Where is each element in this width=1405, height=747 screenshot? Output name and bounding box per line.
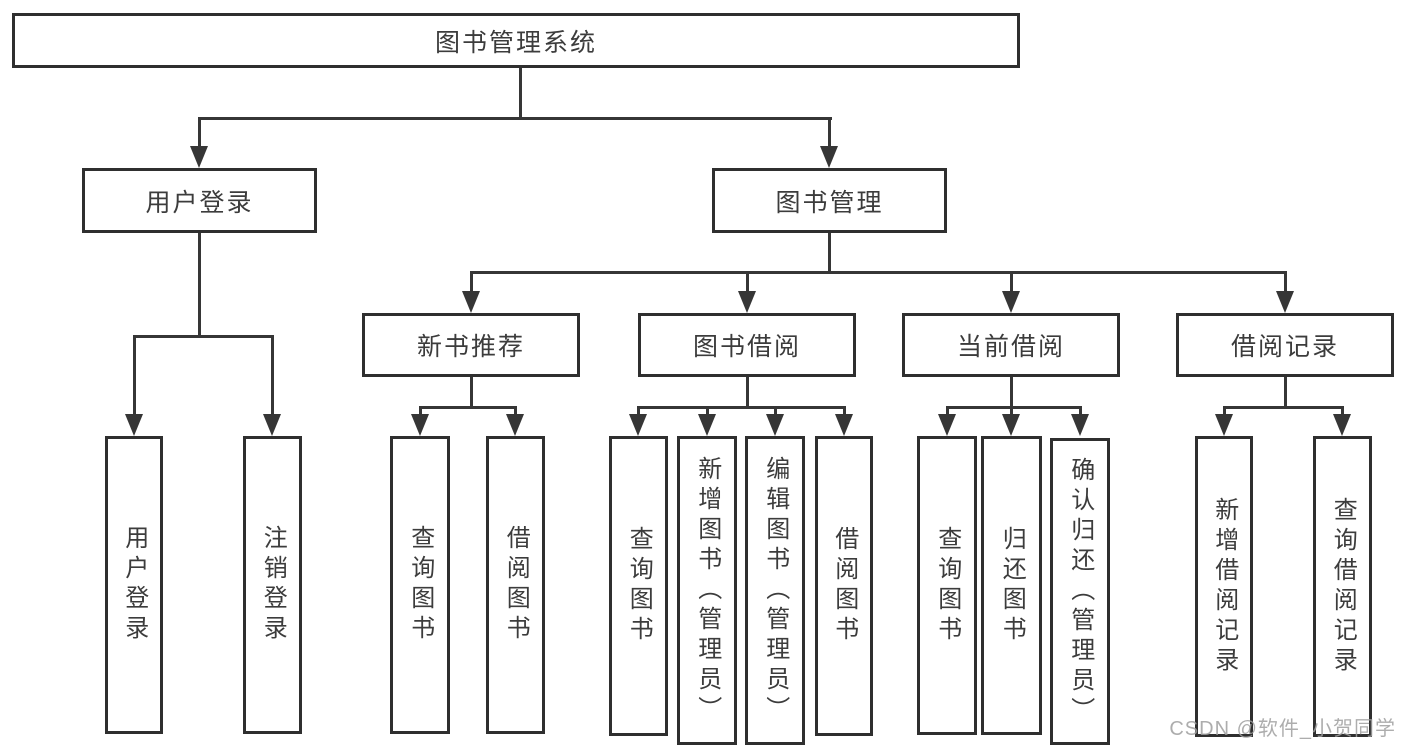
node-label: 编辑图书（管理员） [761,455,789,726]
node-label: 查询借阅记录 [1329,496,1357,677]
connector-stem [1079,406,1082,416]
connector-vline [519,66,522,120]
node-new-book-recommend: 新书推荐 [362,313,580,377]
connector-hline [198,117,832,120]
node-label: 借阅记录 [1230,333,1339,361]
node-leaf-edit-book-admin: 编辑图书（管理员） [745,436,805,745]
node-label: 新书推荐 [416,333,525,361]
node-label: 图书管理系统 [434,28,597,57]
node-label: 借阅图书 [830,526,858,646]
node-label: 新增图书（管理员） [693,455,721,726]
arrowhead-down-icon [1002,291,1020,313]
connector-stem [133,335,136,416]
node-leaf-borrow-books-recommend: 借阅图书 [486,436,545,734]
connector-hline [133,335,274,338]
node-label: 归还图书 [998,525,1026,646]
connector-stem [746,271,749,293]
node-leaf-query-books-current: 查询图书 [917,436,977,735]
arrowhead-down-icon [263,414,281,436]
connector-hline [470,271,1287,274]
node-label: 新增借阅记录 [1210,496,1238,677]
connector-stem [198,117,201,148]
node-leaf-user-login: 用户登录 [105,436,163,734]
connector-hline [1223,406,1344,409]
arrowhead-down-icon [1333,414,1351,436]
node-leaf-confirm-return-admin: 确认归还（管理员） [1050,438,1110,745]
node-leaf-query-books-recommend: 查询图书 [390,436,450,734]
node-label: 用户登录 [120,525,148,645]
connector-vline [470,375,473,409]
connector-stem [1010,406,1013,416]
node-label: 图书管理 [775,188,884,217]
connector-stem [419,406,422,416]
node-label: 查询图书 [625,526,653,646]
connector-stem [470,271,473,293]
node-label: 查询图书 [933,525,961,646]
arrowhead-down-icon [938,414,956,436]
connector-hline [946,406,1082,409]
node-label: 借阅图书 [502,525,530,645]
arrowhead-down-icon [411,414,429,436]
arrowhead-down-icon [190,146,208,168]
connector-stem [843,406,846,416]
node-leaf-borrow-books: 借阅图书 [815,436,873,736]
connector-hline [637,406,846,409]
arrowhead-down-icon [462,291,480,313]
node-label: 确认归还（管理员） [1066,456,1094,727]
connector-vline [1284,375,1287,409]
connector-stem [1010,271,1013,293]
arrowhead-down-icon [1002,414,1020,436]
connector-stem [1284,271,1287,293]
arrowhead-down-icon [1071,414,1089,436]
node-borrowing-records: 借阅记录 [1176,313,1394,377]
connector-hline [419,406,517,409]
node-leaf-logout: 注销登录 [243,436,302,734]
node-book-borrowing: 图书借阅 [638,313,856,377]
arrowhead-down-icon [629,414,647,436]
arrowhead-down-icon [820,146,838,168]
arrowhead-down-icon [766,414,784,436]
node-label: 查询图书 [406,525,434,645]
csdn-watermark: CSDN @软件_小贺同学 [1169,718,1396,740]
arrowhead-down-icon [506,414,524,436]
connector-stem [706,406,709,416]
node-book-management: 图书管理 [712,168,947,233]
node-user-login: 用户登录 [82,168,317,233]
connector-vline [198,231,201,338]
node-label: 图书借阅 [692,333,801,361]
connector-vline [746,375,749,409]
node-leaf-query-books-borrow: 查询图书 [609,436,668,736]
connector-vline [828,231,831,274]
connector-stem [514,406,517,416]
arrowhead-down-icon [1276,291,1294,313]
node-library-management-system: 图书管理系统 [12,13,1020,68]
node-label: 用户登录 [145,188,254,217]
connector-stem [1223,406,1226,416]
node-current-borrowing: 当前借阅 [902,313,1120,377]
node-label: 注销登录 [259,525,287,645]
connector-stem [271,335,274,416]
arrowhead-down-icon [1215,414,1233,436]
connector-stem [774,406,777,416]
connector-stem [828,117,831,148]
arrowhead-down-icon [738,291,756,313]
connector-stem [946,406,949,416]
connector-stem [1341,406,1344,416]
connector-vline [1010,375,1013,409]
connector-stem [637,406,640,416]
arrowhead-down-icon [125,414,143,436]
node-leaf-return-book: 归还图书 [981,436,1042,735]
arrowhead-down-icon [835,414,853,436]
node-leaf-add-book-admin: 新增图书（管理员） [677,436,737,745]
node-leaf-query-borrow-record: 查询借阅记录 [1313,436,1372,737]
node-leaf-add-borrow-record: 新增借阅记录 [1195,436,1253,737]
arrowhead-down-icon [698,414,716,436]
node-label: 当前借阅 [956,333,1065,361]
